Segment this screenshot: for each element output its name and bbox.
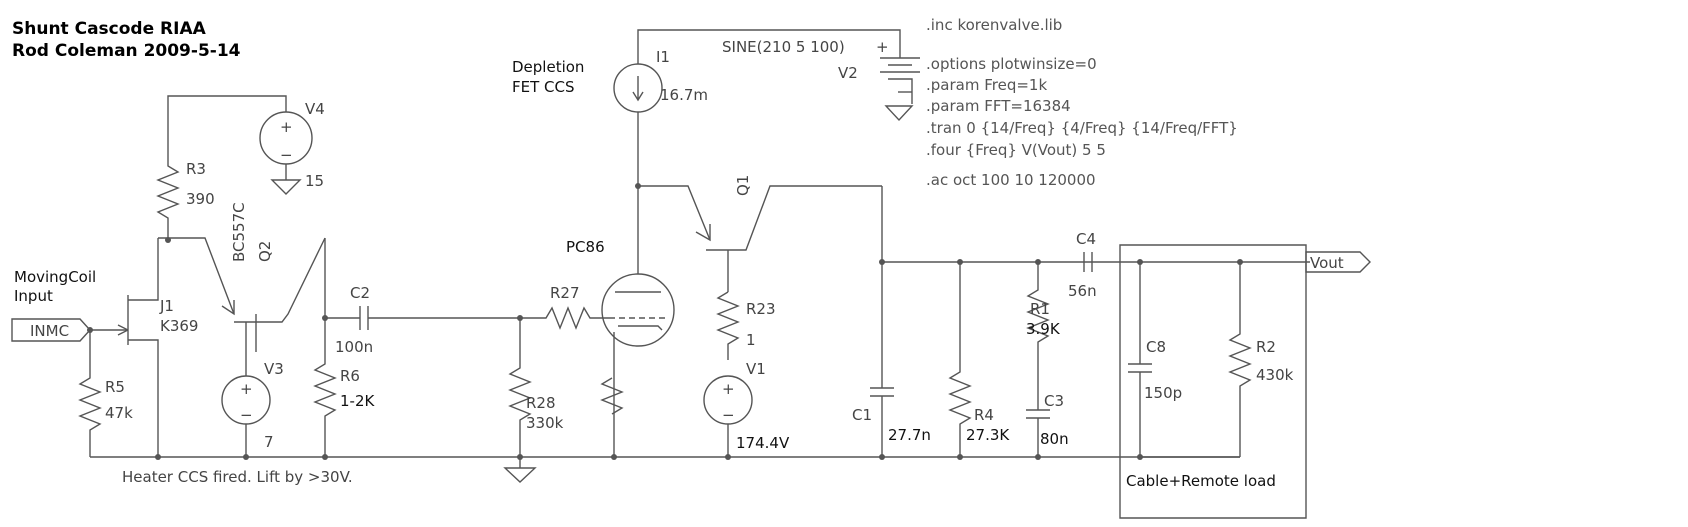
r28-name: R28 [526,394,556,412]
v4-name: V4 [305,100,325,118]
capacitor-c1: C1 27.7n [852,262,931,457]
resistor-r27: R27 [520,284,600,330]
resistor-r3: R3 390 [156,95,287,240]
load-box: Cable+Remote load [1119,244,1307,519]
resistor-r23: R23 1 [716,291,776,360]
load-box-label: Cable+Remote load [1126,472,1276,490]
r2-name: R2 [1256,338,1276,356]
pc86-label: PC86 [566,238,605,256]
r28-value: 330k [526,414,564,432]
directive-inc: .inc korenvalve.lib [926,16,1062,34]
voltage-source-v3: + − V3 7 [221,322,284,457]
spice-directives: .inc korenvalve.lib .options plotwinsize… [926,16,1238,189]
resistor-r2: R2 430k [1228,262,1294,457]
fet-ccs-desc-line-1: Depletion [512,58,584,76]
inmc-port[interactable]: INMC [11,318,91,342]
r1-name: R1 [1030,300,1050,318]
r27-name: R27 [550,284,580,302]
v4-plus: + [280,118,293,136]
directive-four: .four {Freq} V(Vout) 5 5 [926,141,1106,159]
c2-name: C2 [350,284,370,302]
resistor-r1: R1 3.9K [1026,262,1061,410]
v3-name: V3 [264,360,284,378]
jfet-j1: J1 K369 [117,238,198,457]
r23-value: 1 [746,331,756,349]
voltage-source-v4: + − V4 15 [259,100,325,195]
v1-value: 174.4V [736,434,790,452]
i1-value: 16.7m [660,86,708,104]
c8-value: 150p [1144,384,1182,402]
fet-ccs-desc-line-2: FET CCS [512,78,575,96]
r6-name: R6 [340,367,360,385]
q2-name: Q2 [256,241,274,262]
v1-minus: − [722,406,735,424]
resistor-r4: R4 27.3K [948,262,1010,457]
input-desc-line-1: MovingCoil [14,268,96,286]
r23-name: R23 [746,300,776,318]
v2-plus: + [876,38,889,56]
i1-name: I1 [656,48,670,66]
capacitor-c2: C2 100n [325,284,520,356]
v1-name: V1 [746,360,766,378]
c2-value: 100n [335,338,373,356]
r4-name: R4 [974,406,994,424]
directive-param-freq: .param Freq=1k [926,76,1047,94]
title-line-2: Rod Coleman 2009-5-14 [12,41,241,61]
c1-name: C1 [852,406,872,424]
r2-value: 430k [1256,366,1294,384]
j1-name: J1 [159,297,174,315]
heater-note: Heater CCS fired. Lift by >30V. [122,468,353,486]
r4-value: 27.3K [966,426,1010,444]
directive-ac: .ac oct 100 10 120000 [926,171,1096,189]
v4-value: 15 [305,172,324,190]
resistor-r6: R6 1-2K [313,238,375,457]
v1-plus: + [722,380,735,398]
bjt-q1: Q1 [638,175,882,292]
r3-name: R3 [186,160,206,178]
c1-value: 27.7n [888,426,931,444]
triode-pc86: PC86 [566,189,675,457]
inmc-port-label: INMC [30,322,69,340]
input-desc-line-2: Input [14,287,53,305]
r6-value: 1-2K [340,392,375,410]
c8-name: C8 [1146,338,1166,356]
wire-output-node [881,186,1310,263]
vout-port[interactable]: Vout [1305,251,1371,273]
directive-options: .options plotwinsize=0 [926,55,1097,73]
directive-tran: .tran 0 {14/Freq} {4/Freq} {14/Freq/FFT} [926,119,1238,137]
c3-value: 80n [1040,430,1069,448]
r3-value: 390 [186,190,215,208]
title-line-1: Shunt Cascode RIAA [12,19,207,39]
directive-param-fft: .param FFT=16384 [926,97,1071,115]
v3-minus: − [240,406,253,424]
v4-minus: − [280,146,293,164]
c4-value: 56n [1068,282,1097,300]
bjt-q2: BC557C Q2 [158,202,326,352]
r5-name: R5 [105,378,125,396]
v3-value: 7 [264,433,274,451]
capacitor-c4: C4 56n [1068,230,1097,300]
voltage-source-v2: SINE(210 5 100) V2 + [722,38,920,122]
voltage-source-v1: + − V1 174.4V [703,360,790,457]
current-source-i1: I1 16.7m [613,29,901,189]
vout-port-label: Vout [1310,254,1344,272]
j1-model: K369 [160,317,198,335]
c3-name: C3 [1044,392,1064,410]
v2-value: SINE(210 5 100) [722,38,845,56]
r5-value: 47k [105,404,133,422]
resistor-r5: R5 47k [78,330,133,457]
resistor-r28: R28 330k [508,318,564,457]
c4-name: C4 [1076,230,1096,248]
r1-value: 3.9K [1026,320,1061,338]
q2-model: BC557C [230,202,248,262]
capacitor-c8: C8 150p [1128,262,1240,458]
capacitor-c3: C3 80n [1026,392,1069,457]
v3-plus: + [240,380,253,398]
v2-name: V2 [838,64,858,82]
q1-name: Q1 [734,175,752,196]
